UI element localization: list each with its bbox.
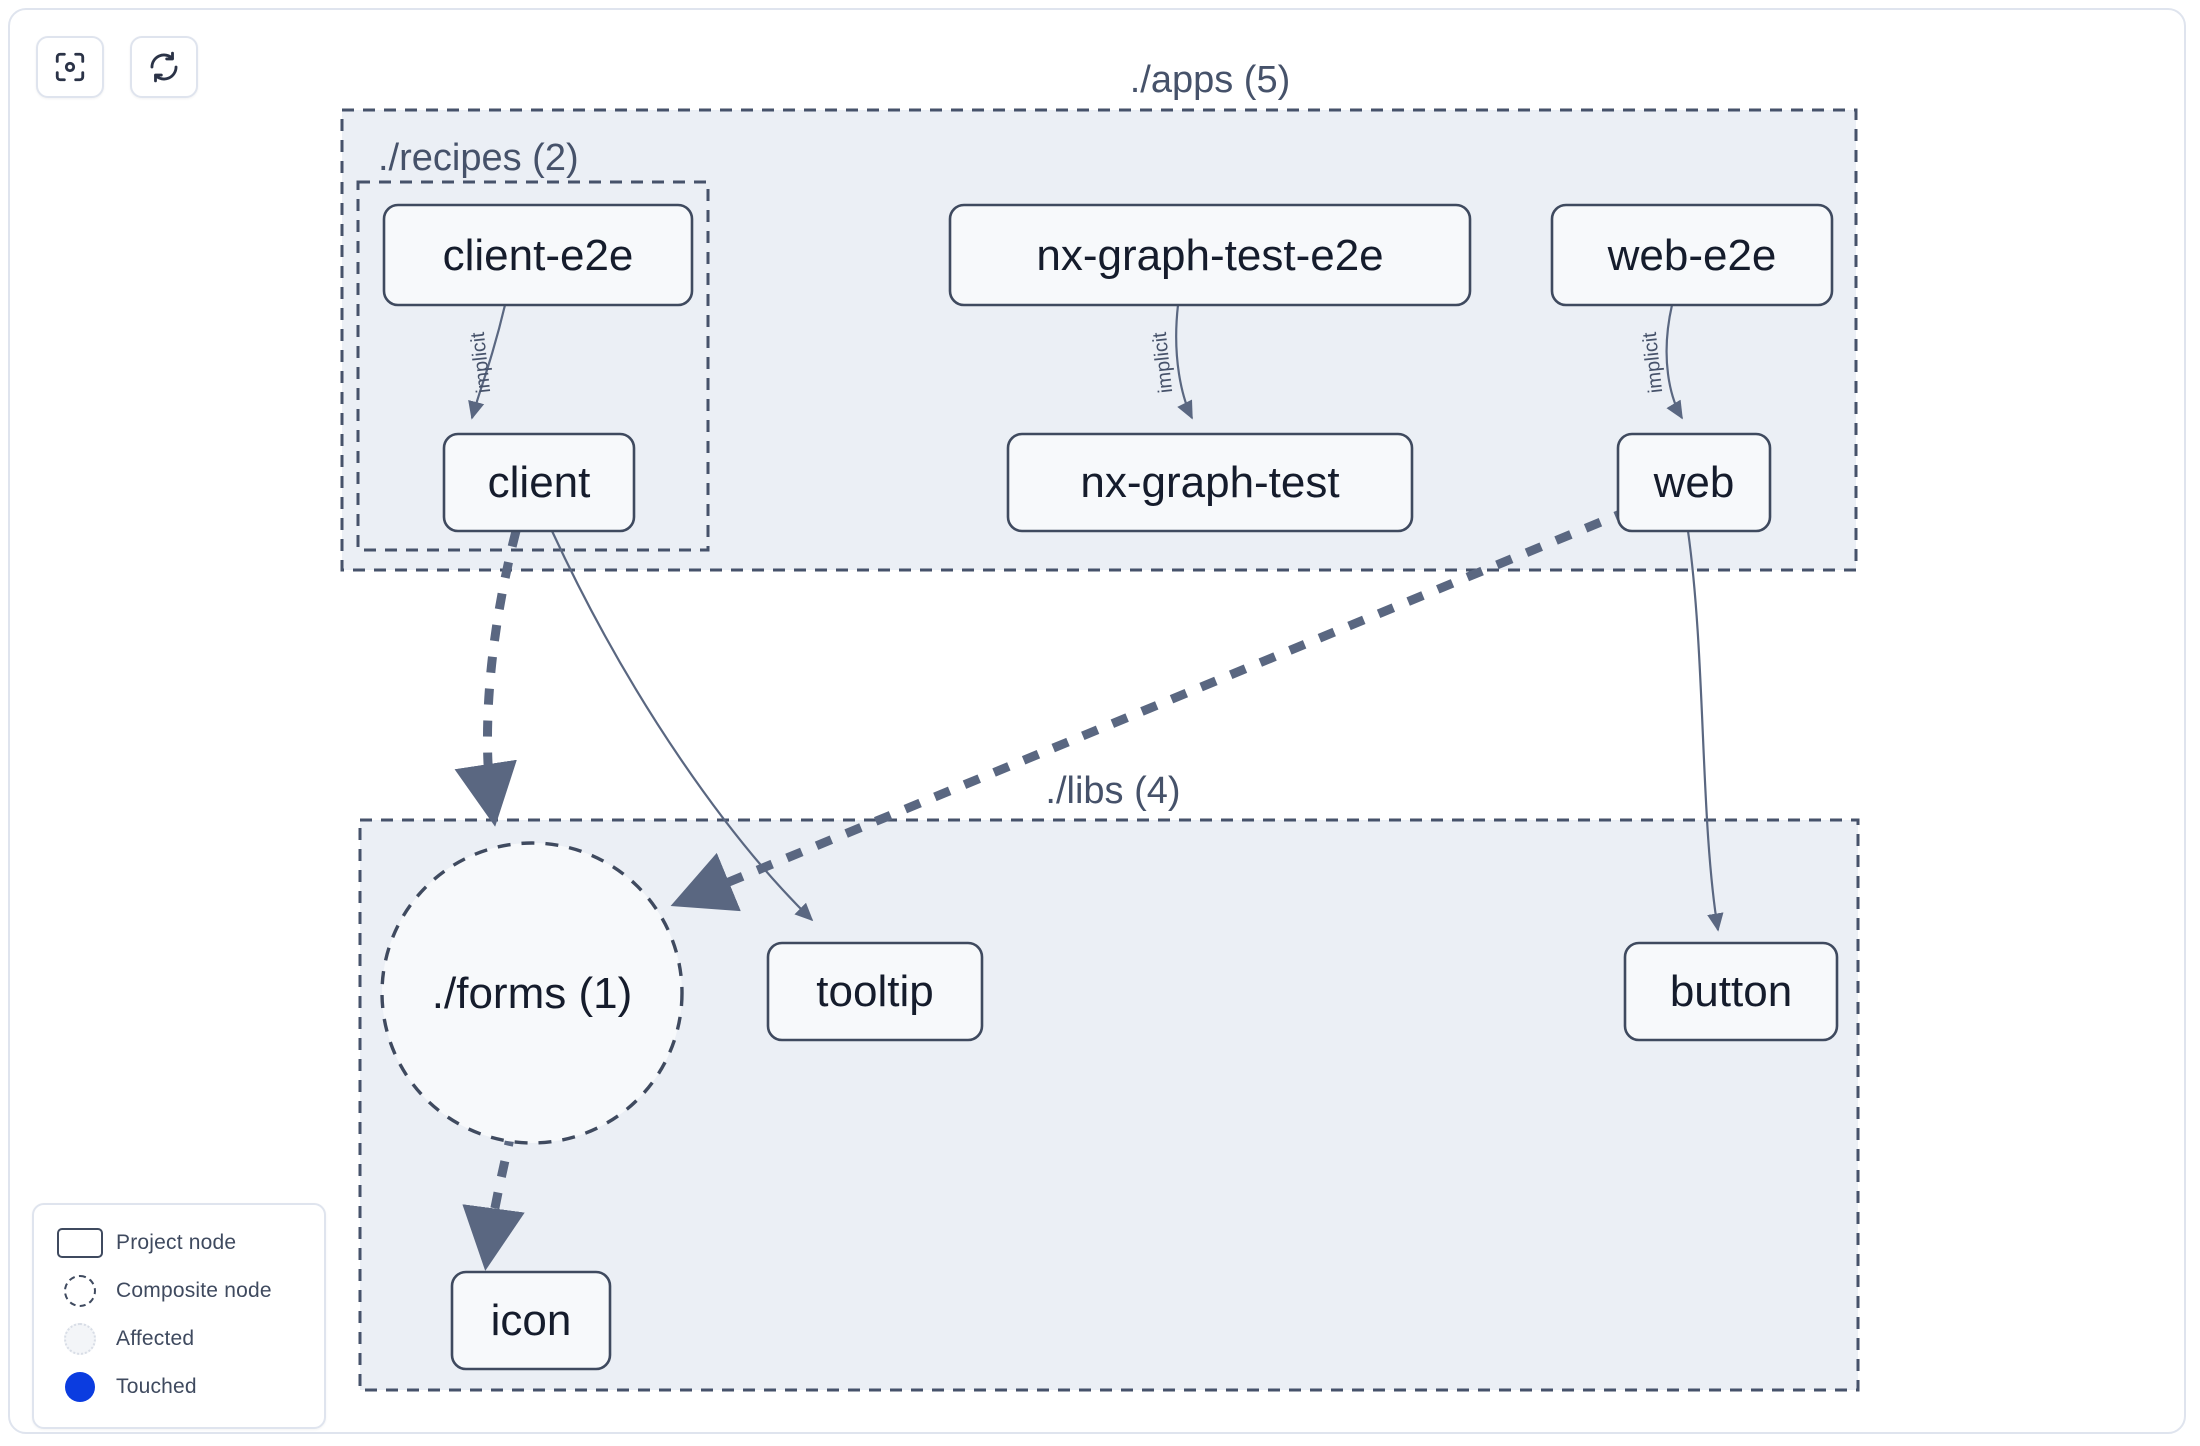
node-tooltip[interactable]: tooltip [766, 941, 984, 1042]
node-nx-graph-test[interactable]: nx-graph-test [1006, 432, 1414, 533]
refresh-graph-button[interactable] [130, 36, 198, 98]
edge-line [670, 505, 1632, 912]
edge-line [1175, 304, 1193, 420]
node-label: web [1653, 458, 1735, 507]
node-web-e2e[interactable]: web-e2e [1550, 203, 1834, 307]
composite-node-circle[interactable] [380, 841, 684, 1145]
node-client-e2e[interactable]: client-e2e [382, 203, 694, 307]
graph-legend: Project node Composite node Affected Tou… [32, 1203, 326, 1429]
node-box[interactable] [948, 203, 1472, 307]
node-label: icon [491, 1296, 572, 1345]
project-node-swatch [52, 1228, 108, 1258]
node-box[interactable] [450, 1270, 612, 1371]
legend-item-project-node: Project node [52, 1219, 306, 1267]
node-box[interactable] [442, 432, 636, 533]
node-label: ./forms (1) [432, 969, 632, 1018]
legend-label: Affected [116, 1327, 195, 1350]
group-recipes-label: ./recipes (2) [378, 137, 579, 179]
node-label: button [1670, 967, 1792, 1016]
group-libs-label: ./libs (4) [1045, 770, 1180, 812]
node-forms-composite[interactable]: ./forms (1) [380, 841, 684, 1145]
node-label: client-e2e [443, 231, 634, 280]
legend-item-composite-node: Composite node [52, 1267, 306, 1315]
node-nx-graph-test-e2e[interactable]: nx-graph-test-e2e [948, 203, 1472, 307]
node-icon[interactable]: icon [450, 1270, 612, 1371]
node-label: web-e2e [1607, 231, 1777, 280]
edge-web-to-button[interactable] [1686, 530, 1724, 932]
focus-target-icon [53, 50, 87, 84]
refresh-icon [147, 50, 181, 84]
edge-line [454, 529, 521, 827]
node-label: nx-graph-test-e2e [1036, 231, 1383, 280]
node-box[interactable] [766, 941, 984, 1042]
edge-line [551, 530, 814, 922]
node-box[interactable] [1623, 941, 1839, 1042]
affected-node-swatch [52, 1323, 108, 1355]
edge-forms-to-icon[interactable] [462, 1128, 525, 1271]
edge-line [462, 1128, 525, 1271]
node-box[interactable] [1550, 203, 1834, 307]
group-apps-label: ./apps (5) [1130, 59, 1291, 101]
node-label: client [488, 458, 591, 507]
edge-client-to-forms[interactable] [454, 529, 521, 827]
legend-item-affected: Affected [52, 1315, 306, 1363]
graph-toolbar [36, 36, 198, 98]
legend-label: Project node [116, 1231, 237, 1254]
edge-web-to-forms[interactable] [670, 505, 1632, 912]
legend-item-touched: Touched [52, 1363, 306, 1411]
composite-node-swatch [52, 1275, 108, 1307]
node-label: nx-graph-test [1080, 458, 1339, 507]
node-button[interactable]: button [1623, 941, 1839, 1042]
edge-line [468, 304, 507, 420]
touched-node-swatch [52, 1372, 108, 1402]
node-client[interactable]: client [442, 432, 636, 533]
node-label: tooltip [816, 967, 933, 1016]
edge-line [1686, 530, 1724, 932]
node-web[interactable]: web [1616, 432, 1772, 533]
edge-client-to-tooltip[interactable] [551, 530, 814, 922]
legend-label: Touched [116, 1375, 197, 1398]
node-box[interactable] [1006, 432, 1414, 533]
node-box[interactable] [382, 203, 694, 307]
node-box[interactable] [1616, 432, 1772, 533]
edge-line [1665, 304, 1683, 420]
legend-label: Composite node [116, 1279, 272, 1302]
focus-graph-button[interactable] [36, 36, 104, 98]
